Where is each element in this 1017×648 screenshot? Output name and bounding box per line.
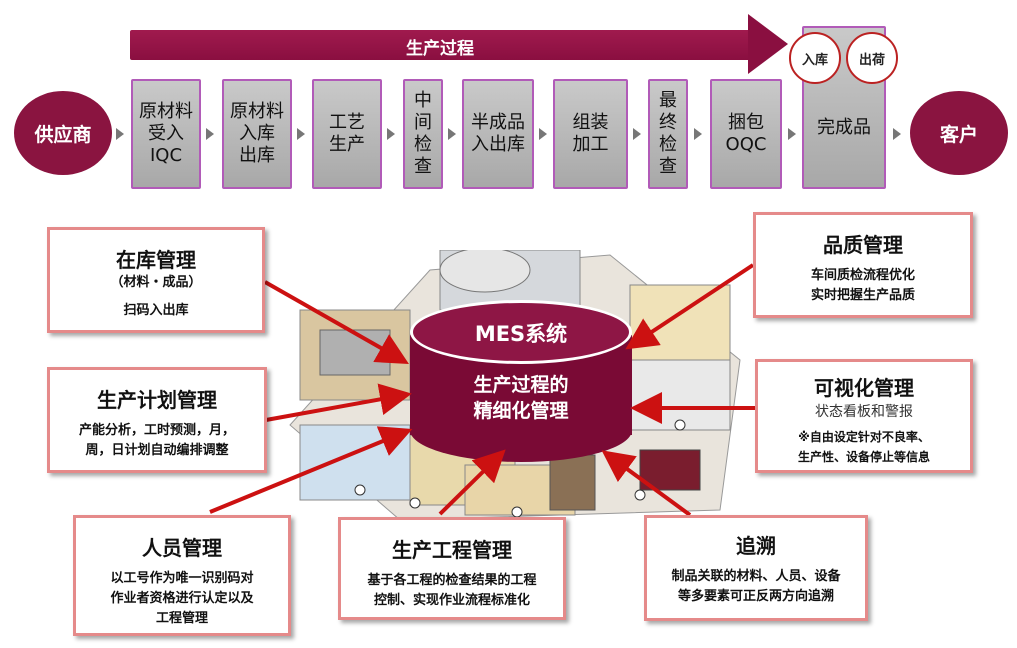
supplier-node: 供应商 [14, 91, 112, 175]
quality-title: 品质管理 [823, 233, 903, 257]
process-arrow-label: 生产过程 [406, 39, 474, 59]
connector-triangle [788, 128, 796, 140]
step-intermediate-inspection: 中 间 检 查 [403, 79, 443, 189]
warehouse-in-badge: 入库 [789, 32, 841, 84]
step-semi-product-stock: 半成品 入出库 [462, 79, 534, 189]
process-arrow-head [748, 14, 788, 74]
connector-triangle [694, 128, 702, 140]
mes-title: MES系统 [474, 322, 568, 346]
quality-management-box: 品质管理 车间质检流程优化 实时把握生产品质 [753, 212, 973, 318]
step-final-inspection: 最 终 检 查 [648, 79, 688, 189]
connector-triangle [633, 128, 641, 140]
warehouse-out-badge: 出荷 [846, 32, 898, 84]
step-material-receiving: 原材料 受入 IQC [131, 79, 201, 189]
quality-text: 车间质检流程优化 实时把握生产品质 [810, 268, 915, 303]
connector-triangle [116, 128, 124, 140]
personnel-management-box: 人员管理 以工号作为唯一识别码对 作业者资格进行认定以及 工程管理 [73, 515, 291, 636]
planning-text: 产能分析，工时预测，月， 周，日计划自动编排调整 [78, 423, 235, 458]
mes-cylinder-top [410, 300, 632, 364]
step-process-production: 工艺 生产 [312, 79, 382, 189]
planning-management-box: 生产计划管理 产能分析，工时预测，月， 周，日计划自动编排调整 [47, 367, 267, 473]
step-material-stock: 原材料 入库 出库 [222, 79, 292, 189]
connector-triangle [539, 128, 547, 140]
inventory-title: 在库管理 [116, 248, 196, 272]
visual-title: 可视化管理 [814, 376, 914, 400]
personnel-text: 以工号作为唯一识别码对 作业者资格进行认定以及 工程管理 [110, 571, 254, 626]
visual-management-box: 可视化管理 状态看板和警报 ※自由设定针对不良率、 生产性、设备停止等信息 [755, 359, 973, 473]
step-assembly: 组装 加工 [553, 79, 628, 189]
customer-node: 客户 [910, 91, 1008, 175]
connector-triangle [206, 128, 214, 140]
planning-title: 生产计划管理 [97, 388, 217, 412]
mes-subtitle: 生产过程的 精细化管理 [473, 374, 569, 422]
trace-title: 追溯 [736, 534, 776, 558]
visual-text: ※自由设定针对不良率、 生产性、设备停止等信息 [797, 430, 930, 464]
step-packing-oqc: 捆包 OQC [710, 79, 782, 189]
trace-text: 制品关联的材料、人员、设备 等多要素可正反两方向追溯 [671, 569, 841, 604]
connector-triangle [448, 128, 456, 140]
connector-triangle [893, 128, 901, 140]
process-management-text: 基于各工程的检查结果的工程 控制、实现作业流程标准化 [367, 573, 537, 608]
visual-subtitle: 状态看板和警报 [815, 404, 913, 420]
inventory-subtitle: （材料・成品） [110, 275, 202, 290]
personnel-title: 人员管理 [142, 536, 222, 560]
inventory-text: 扫码入出库 [123, 303, 189, 318]
connector-triangle [297, 128, 305, 140]
process-management-box: 生产工程管理 基于各工程的检查结果的工程 控制、实现作业流程标准化 [338, 517, 566, 620]
inventory-management-box: 在库管理 （材料・成品） 扫码入出库 [47, 227, 265, 333]
connector-triangle [387, 128, 395, 140]
process-arrow [130, 30, 750, 60]
traceability-box: 追溯 制品关联的材料、人员、设备 等多要素可正反两方向追溯 [644, 515, 868, 621]
process-management-title: 生产工程管理 [392, 538, 512, 562]
